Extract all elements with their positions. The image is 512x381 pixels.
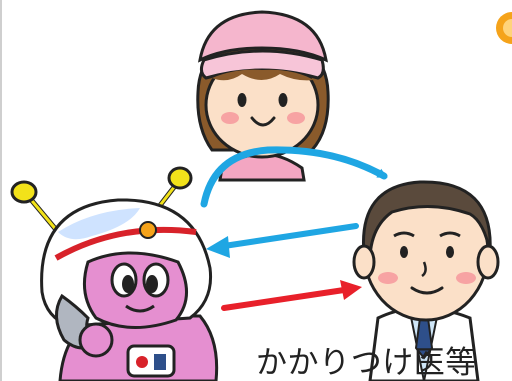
arrow-robot-to-doctor-via-nurse [200, 146, 388, 208]
arrow-doctor-to-robot [206, 223, 359, 258]
arrow-robot-to-doctor [221, 280, 362, 311]
doctor-caption: かかりつけ医等 [256, 345, 477, 381]
robot-mascot-icon [10, 166, 219, 381]
doctor-icon [352, 180, 500, 381]
orange-circle-icon [496, 12, 512, 44]
nurse-icon [196, 10, 330, 182]
left-border [0, 0, 2, 381]
